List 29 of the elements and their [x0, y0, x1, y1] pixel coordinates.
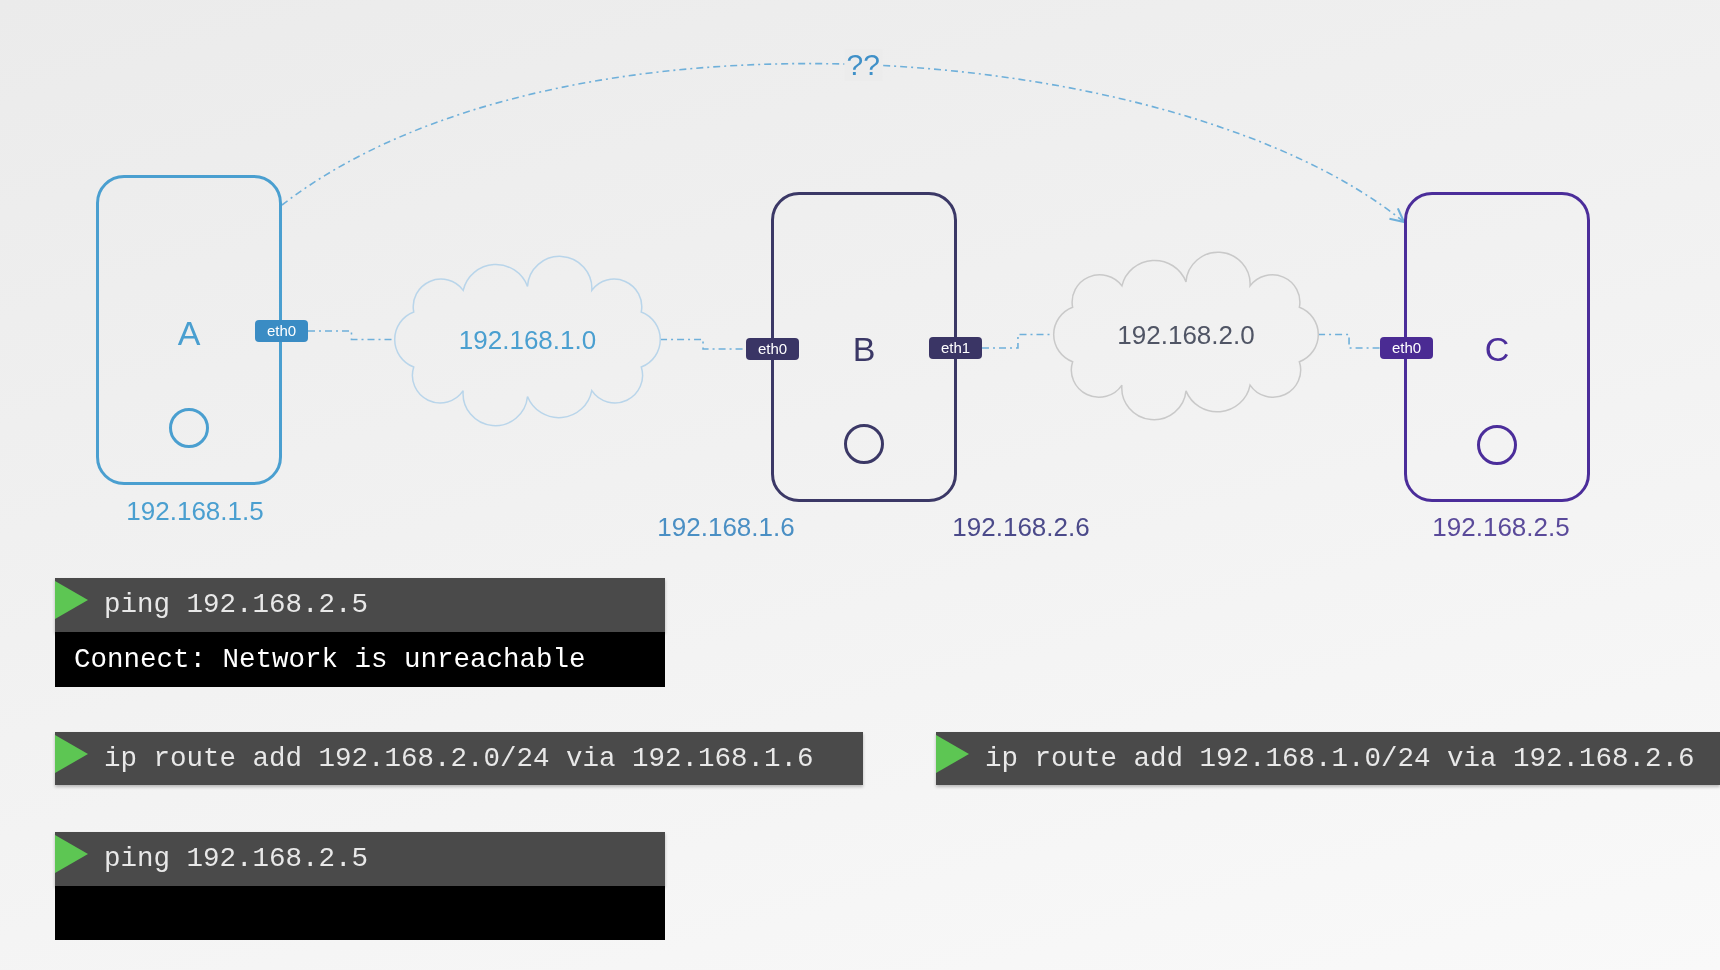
terminal-output [55, 886, 665, 940]
circle-icon [1477, 425, 1517, 465]
terminal-output [55, 632, 665, 687]
command-text: ip route add 192.168.2.0/24 via 192.168.1.6 [104, 742, 814, 775]
ip-address: 192.168.1.5 [126, 496, 264, 526]
circle-icon [169, 408, 209, 448]
command-text: ip route add 192.168.1.0/24 via 192.168.2.6 [985, 742, 1695, 775]
output-text: Connect: Network is unreachable [74, 643, 586, 676]
host-label: C [1484, 329, 1510, 369]
interface-badge: eth0 [746, 338, 799, 360]
command-text: ping 192.168.2.5 [104, 843, 369, 875]
interface-badge: eth0 [255, 320, 308, 342]
subnet-label: 192.168.2.0 [1117, 319, 1255, 350]
host-label: A [177, 313, 201, 353]
command-text: ping 192.168.2.5 [104, 589, 369, 621]
terminal-bar [55, 832, 665, 886]
host-label: B [852, 329, 876, 369]
ip-address: 192.168.2.5 [1432, 512, 1570, 542]
interface-badge: eth0 [1380, 337, 1433, 359]
terminal-bar [55, 578, 665, 632]
dashed-arrow [281, 63, 1406, 224]
terminal-bar [55, 732, 863, 785]
terminal-bar [936, 732, 1720, 785]
ip-address: 192.168.2.6 [952, 512, 1090, 542]
ip-address: 192.168.1.6 [657, 512, 795, 542]
interface-badge: eth1 [929, 337, 982, 359]
circle-icon [844, 424, 884, 464]
subnet-label: 192.168.1.0 [458, 324, 597, 355]
connector-line [1317, 333, 1381, 349]
